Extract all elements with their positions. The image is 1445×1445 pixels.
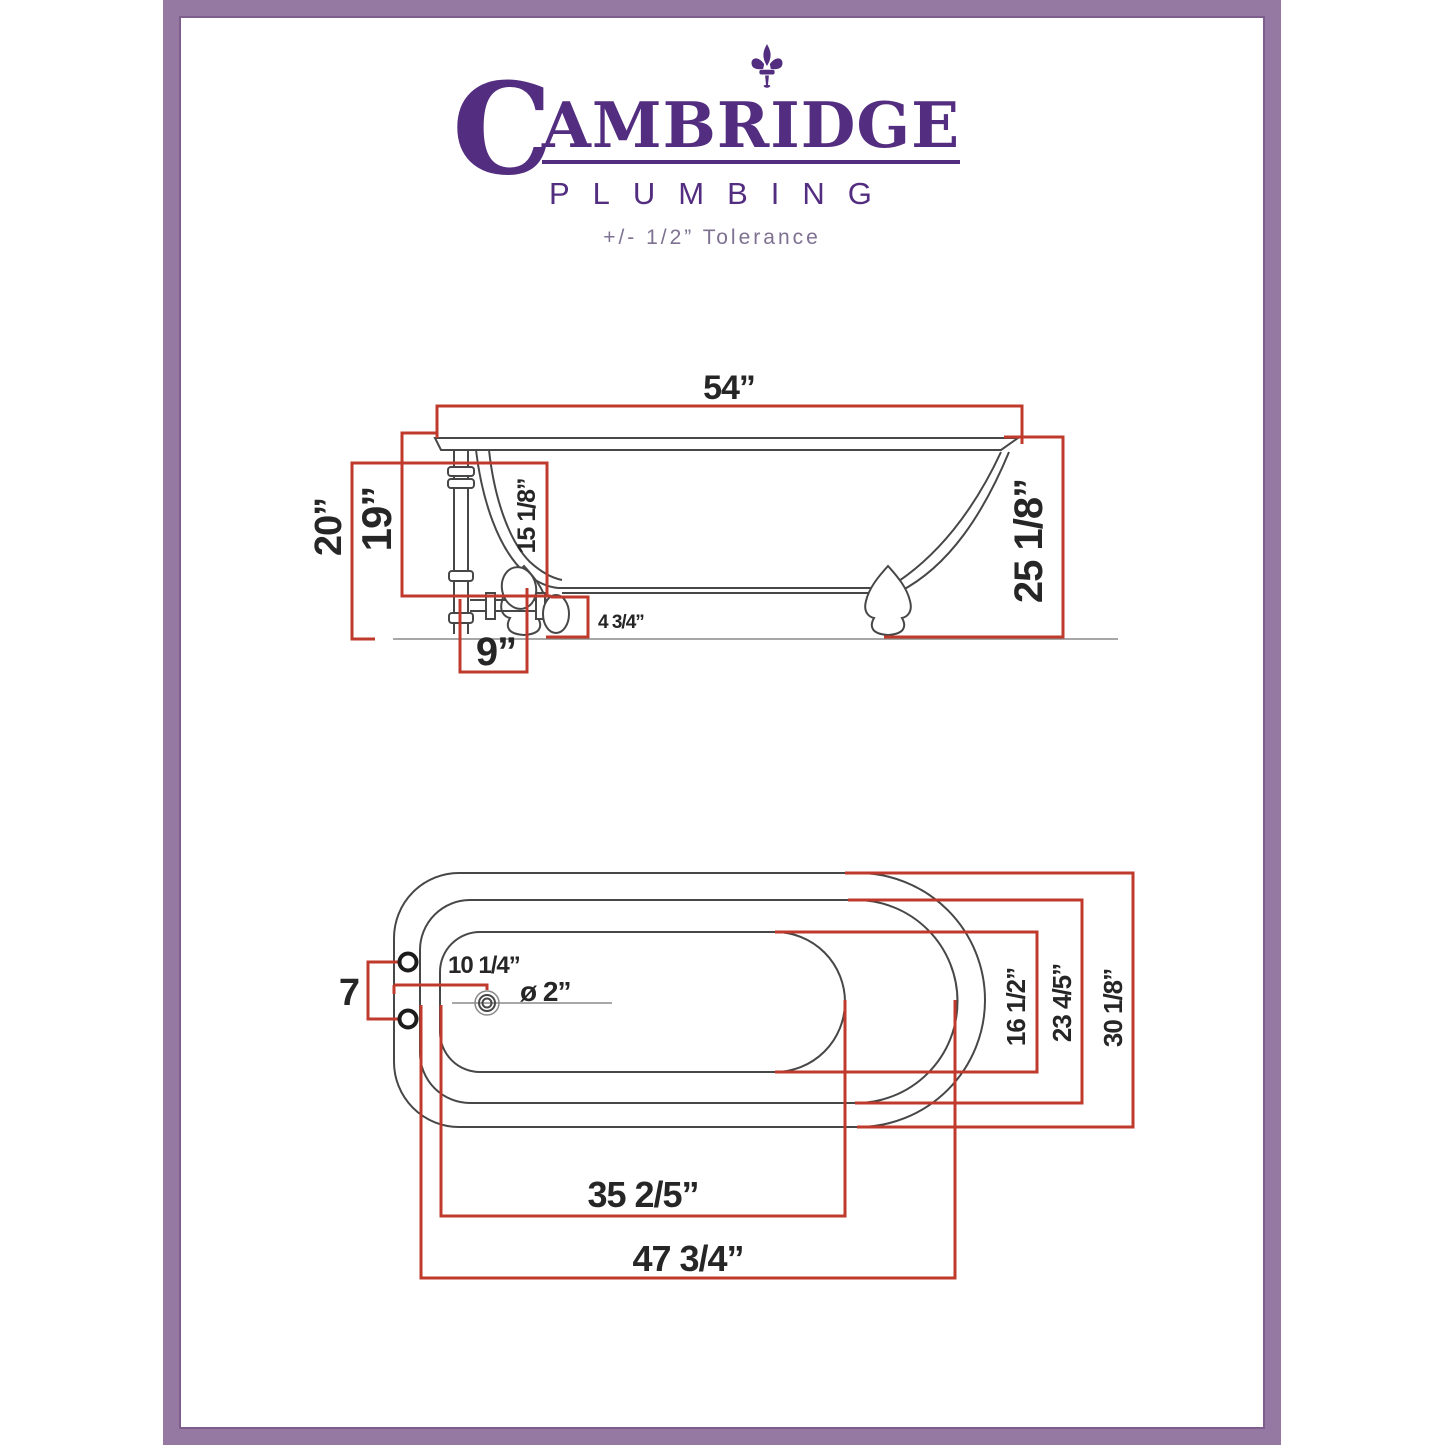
dim-basin-width-label: 16 1/2”	[1001, 968, 1031, 1046]
dim-drain-setback-label: 4 3/4”	[598, 612, 644, 633]
dim-drain-diameter-label: ø 2”	[520, 976, 570, 1007]
dim-basin-length-label: 35 2/5”	[587, 1174, 698, 1215]
fleur-de-lis-icon	[751, 44, 783, 88]
dim-overall-length-label: 47 3/4”	[632, 1238, 743, 1279]
dim-height-to-drain-label: 19”	[353, 487, 400, 552]
dim-faucet-to-drain-label: 10 1/4”	[448, 952, 520, 979]
dim-inner-width-label: 23 4/5”	[1047, 964, 1077, 1042]
brand-name: AMBRIDGE	[542, 88, 961, 164]
purple-border-frame	[163, 0, 1281, 1445]
faucet-hole	[397, 1008, 419, 1030]
brand-initial: C	[452, 55, 553, 203]
dim-height-to-floor-label: 20”	[308, 498, 350, 556]
drain-hole	[474, 990, 500, 1016]
dim-faucet-spacing-label: 7	[339, 972, 359, 1014]
dim-overflow-height-label: 15 1/8”	[513, 478, 541, 553]
side-view-drawing	[393, 437, 1118, 640]
claw-foot	[864, 564, 912, 637]
brand-subtitle: PLUMBING	[549, 176, 895, 211]
top-view-dimensions	[366, 871, 1135, 1280]
side-view-dimensions	[350, 404, 1065, 674]
top-view-drawing	[393, 872, 986, 1128]
dim-drain-from-end-label: 9”	[476, 630, 516, 674]
dim-overall-height-label: 25 1/8”	[1007, 479, 1051, 603]
drain-plumbing	[447, 450, 570, 634]
faucet-hole	[397, 951, 419, 973]
tolerance-note: +/- 1/2” Tolerance	[603, 226, 821, 249]
tub-rim	[433, 437, 1022, 451]
dim-overall-width-label: 30 1/8”	[1098, 969, 1128, 1047]
dim-rim-length-label: 54”	[703, 369, 755, 407]
